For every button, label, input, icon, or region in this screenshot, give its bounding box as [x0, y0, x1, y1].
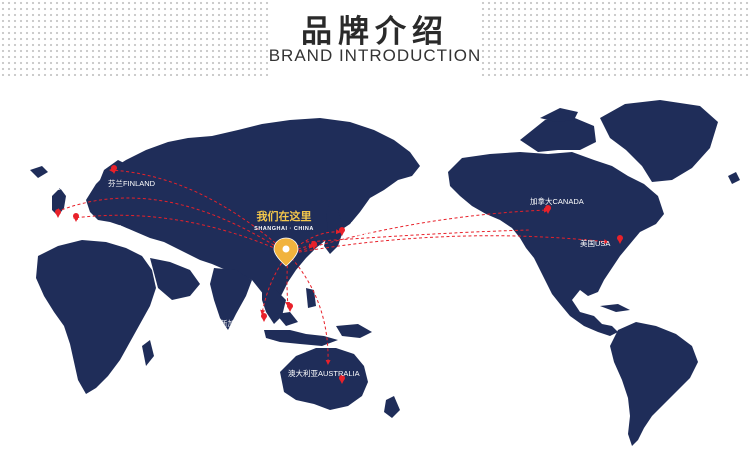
- canada-marker-icon: [545, 205, 551, 214]
- label-germany: 德国GERMANY: [68, 222, 121, 232]
- label-japan-en: JAPAN: [350, 229, 374, 238]
- dot-pattern-right: [480, 0, 750, 76]
- label-malaysia-cn: 马来西亚: [244, 339, 274, 348]
- route-to-finland: [109, 167, 289, 255]
- label-singapore-en: SINGAPORE: [218, 327, 263, 336]
- page-subtitle: BRAND INTRODUCTION: [268, 46, 482, 65]
- dot-pattern-left: [0, 0, 270, 76]
- africa-landmass: [36, 240, 156, 394]
- page-title: 品牌介绍: [301, 14, 449, 50]
- label-canada: 加拿大CANADA: [530, 196, 584, 206]
- north-america-landmass: [448, 152, 664, 336]
- england-marker-icon: [55, 209, 61, 218]
- landmasses: [30, 100, 740, 446]
- header: 品牌介绍 BRAND INTRODUCTION: [0, 0, 750, 76]
- hq-label-cn: 我们在这里: [257, 209, 312, 223]
- singapore-marker-icon: [261, 313, 267, 322]
- arctic-islands-landmass: [520, 116, 596, 152]
- label-japan-cn: 日本: [350, 220, 365, 230]
- japan-marker-icon: [339, 227, 345, 236]
- korea-marker-icon: [311, 241, 317, 250]
- greenland-landmass: [600, 100, 718, 182]
- route-to-england: [55, 197, 289, 255]
- usa-marker-icon: [617, 235, 623, 244]
- australia-marker-icon: [339, 375, 345, 384]
- label-singapore-cn: 新加坡: [220, 318, 243, 328]
- label-malaysia-en: MALAYSIA: [242, 347, 279, 356]
- label-australia: 澳大利亚AUSTRALIA: [288, 368, 360, 378]
- malaysia-marker-icon: [287, 303, 293, 312]
- route-to-australia: [287, 253, 331, 365]
- label-usa: 美国USA: [580, 238, 610, 248]
- label-england: 英国ENGLAND: [30, 182, 82, 192]
- germany-marker-icon: [73, 213, 79, 222]
- route-to-germany: [73, 214, 289, 255]
- route-to-usa: [287, 235, 609, 255]
- australia-landmass: [280, 348, 368, 410]
- eurasia-landmass: [86, 118, 420, 304]
- hq-label-en: SHANGHAI · CHINA: [254, 226, 314, 232]
- label-korea-en: KOREA: [312, 265, 338, 274]
- shanghai-pin-icon: [273, 237, 299, 267]
- india-landmass: [210, 268, 252, 330]
- label-korea-cn: 韩国: [312, 256, 327, 266]
- label-finland: 芬兰FINLAND: [108, 178, 156, 188]
- indonesia-landmass: [264, 330, 338, 346]
- route-to-canada: [287, 207, 549, 255]
- south-america-landmass: [610, 322, 698, 446]
- finland-marker-icon: [111, 165, 117, 174]
- destination-markers: [55, 165, 623, 384]
